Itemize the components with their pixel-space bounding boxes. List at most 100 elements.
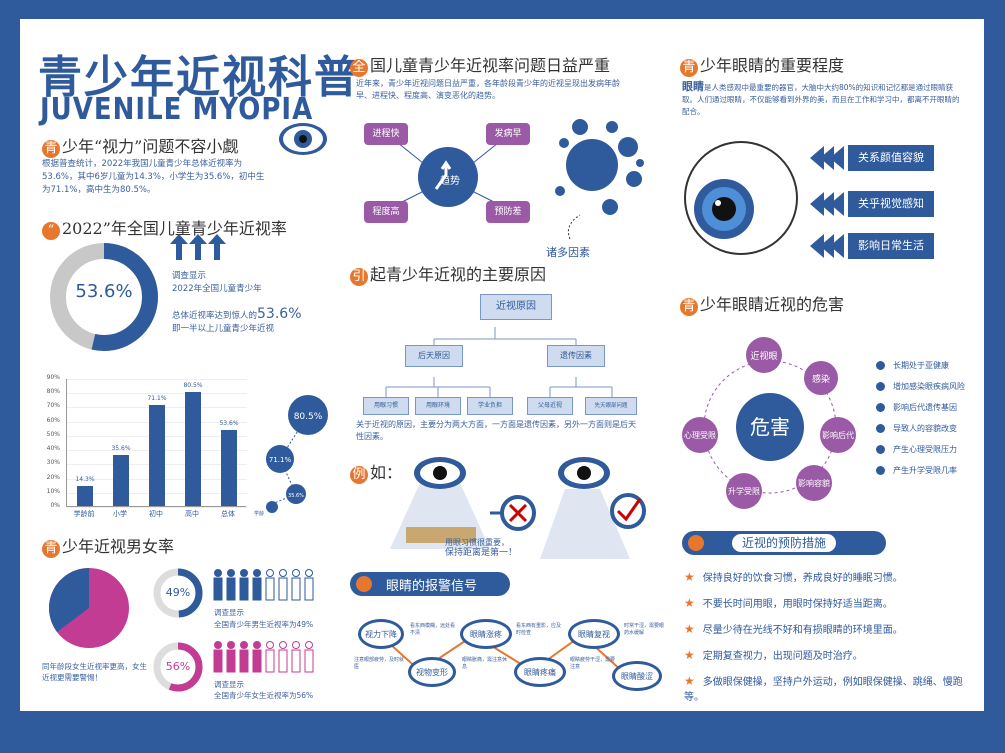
boys-note-2: 全国青少年男生近视率为49% (214, 620, 314, 629)
signal-note-1: 注意眼部疲劳，及时就医 (354, 657, 405, 670)
cause-leaf-4: 父母近视 (527, 397, 573, 415)
prevention-item: ★定期复查视力，出现问题及时治疗。 (684, 648, 863, 662)
prevention-list: ★保持良好的饮食习惯，养成良好的睡眠习惯。 ★不要长时间用眼，用眼时保持好适当距… (684, 569, 974, 711)
x-tick-label: 高中 (185, 510, 199, 518)
person-head (279, 641, 287, 649)
survey-note-1: 调查显示 (172, 271, 207, 281)
importance-text: 眼睛是人类感观中最重要的器官，大脑中大约80%的知识和记忆都是通过眼睛获取。人们… (682, 80, 960, 117)
orange-dot-icon (688, 535, 704, 551)
signal-pain: 眼睛疼痛 (514, 657, 566, 687)
example-illustration (390, 457, 630, 559)
y-tick-label: 0% (50, 502, 60, 509)
person-body (239, 577, 249, 601)
causes-tree-lines (385, 327, 613, 397)
bar-data-label: 14.3% (75, 475, 95, 483)
person-body (304, 649, 314, 673)
y-tick-label: 30% (46, 459, 60, 467)
person-body (278, 649, 288, 673)
banner-perception: 关乎视觉感知 (810, 191, 934, 217)
prevention-heading-bar: 近视的预防措施 (682, 531, 886, 555)
person-head (240, 641, 248, 649)
girls-note-2: 全国青少年女生近视率为56% (214, 691, 314, 700)
star-icon: ★ (684, 674, 695, 688)
survey-note-3: 总体近视率达到惊人的53.6% (172, 306, 302, 322)
y-tick-label: 20% (46, 473, 60, 481)
cause-genetic: 遗传因素 (547, 345, 605, 367)
girls-rate-donut (153, 642, 203, 692)
person-head (240, 569, 248, 577)
rate-2022-heading: “2022”年全国儿童青少年近视率 (42, 215, 287, 240)
causes-heading: 引起青少年近视的主要原因 (350, 261, 546, 286)
harm-center: 危害 (750, 415, 790, 439)
chevron-left-icon (830, 146, 844, 170)
person-body (304, 577, 314, 601)
signal-vision-drop: 视力下降 (358, 619, 404, 649)
bar-data-label: 71.1% (147, 394, 167, 402)
bubble-label-2: 71.1% (269, 456, 292, 464)
example-caption-1: 用眼习惯很重要， (445, 538, 509, 547)
cause-leaf-3: 学业负担 (467, 397, 513, 415)
person-head (214, 641, 222, 649)
person-body (252, 649, 262, 673)
signal-note-6: 时常干涩，需要眼药水缓解 (624, 623, 665, 636)
star-icon: ★ (684, 596, 695, 610)
y-tick-label: 90% (46, 374, 60, 381)
banner-appearance: 关系颜值容貌 (810, 145, 934, 171)
bar-data-label: 35.6% (111, 445, 131, 453)
girls-rate-value: 56% (165, 660, 191, 673)
chevron-left-icon (830, 192, 844, 216)
bubble-label-3: 35.6% (288, 493, 304, 499)
harm-list: 长期处于亚健康 增加感染眼疾病风险 影响后代遗传基因 导致人的容貌改变 产生心理… (876, 355, 976, 481)
trend-item-4: 预防差 (486, 201, 530, 223)
chevron-left-icon (830, 234, 844, 258)
person-head (266, 641, 274, 649)
harm-list-item: 影响后代遗传基因 (876, 397, 976, 418)
survey-note-2: 2022年全国儿童青少年 (172, 284, 262, 294)
girls-people-icon (213, 641, 314, 673)
poster: 青少年近视科普 JUVENILE MYOPIA 青少年“视力”问题不容小觑 根据… (20, 19, 984, 711)
example-heading: 例如： (350, 459, 402, 484)
bar (185, 391, 201, 506)
prevention-item: ★不要长时间用眼，用眼时保持好适当距离。 (684, 596, 893, 610)
trend-heading: 全国儿童青少年近视率问题日益严重 (350, 52, 610, 77)
person-body (278, 577, 288, 601)
x-tick-label: 小学 (113, 510, 127, 518)
harm-heading: 青少年眼睛近视的危害 (680, 291, 844, 316)
signal-note-2: 看东西模糊，远处看不清 (410, 623, 456, 636)
person-body (239, 649, 249, 673)
prevention-item: ★保持良好的饮食习惯，养成良好的睡眠习惯。 (684, 570, 903, 584)
y-tick-label: 80% (46, 388, 60, 396)
person-body (213, 649, 223, 673)
banner-daily-life: 影响日常生活 (810, 233, 934, 259)
prevention-item: ★多做眼保健操，坚持户外运动，例如眼保健操、跳绳、慢跑等。 (684, 674, 963, 703)
survey-note-4: 即一半以上儿童青少年近视 (172, 324, 275, 334)
grid-line (67, 393, 247, 395)
donut-value: 53.6% (75, 281, 133, 302)
person-head (292, 641, 300, 649)
cause-acquired: 后天原因 (405, 345, 463, 367)
plot-area: 14.3%35.6%71.1%80.5%53.6% (66, 379, 247, 508)
person-body (213, 577, 223, 601)
harm-list-item: 增加感染眼疾病风险 (876, 376, 976, 397)
cause-leaf-5: 先天眼部问题 (585, 397, 637, 415)
person-head (227, 569, 235, 577)
grid-line (67, 507, 247, 508)
english-title: JUVENILE MYOPIA (40, 92, 314, 128)
main-title: 青少年近视科普 (38, 52, 360, 103)
check-icon (610, 493, 646, 529)
factors-bubbles (555, 119, 644, 240)
person-head (253, 569, 261, 577)
harm-node-3: 影响后代 (820, 417, 856, 453)
harm-node-2: 感染 (804, 361, 838, 395)
signal-note-5: 眼睛疲劳干涩，需要注意 (570, 657, 616, 670)
cause-leaf-2: 用眼环境 (415, 397, 461, 415)
person-body (226, 649, 236, 673)
harm-list-item: 产生心理受限压力 (876, 439, 976, 460)
harm-list-item: 导致人的容貌改变 (876, 418, 976, 439)
person-body (265, 577, 275, 601)
trend-item-3: 程度高 (364, 201, 408, 223)
person-body (291, 649, 301, 673)
warning-heading-bar: 眼睛的报警信号 (350, 572, 510, 596)
trend-center-label: 趋势 (440, 176, 460, 187)
gender-pie-chart (49, 568, 129, 648)
